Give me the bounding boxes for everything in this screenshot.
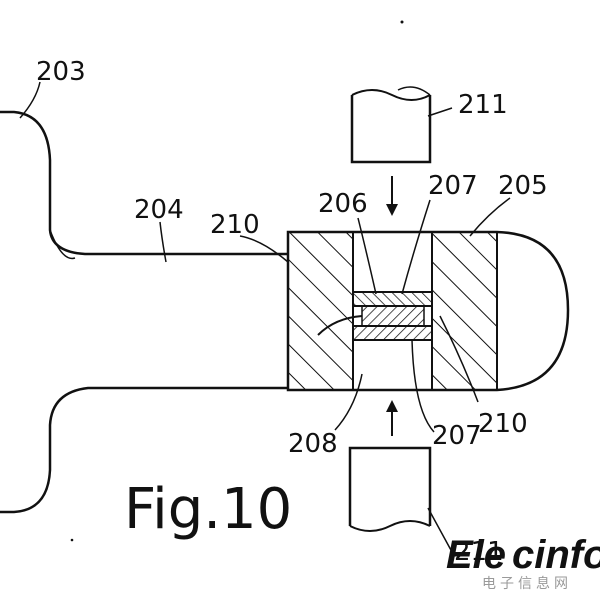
watermark-prefix: Ele	[446, 533, 506, 577]
watermark-logo: Ele cinfo 电子信息网	[446, 533, 600, 592]
label-211-top: 211	[458, 90, 508, 120]
body-203	[0, 110, 288, 256]
plate-207-bottom	[352, 325, 433, 341]
label-203: 203	[36, 57, 86, 87]
neck-204	[49, 229, 76, 260]
label-210-right: 210	[478, 409, 528, 439]
wire-lead	[317, 315, 363, 336]
body-203-lower	[0, 386, 288, 514]
arrow-down	[386, 176, 398, 216]
watermark-subtitle: 电子信息网	[482, 575, 572, 592]
label-205: 205	[498, 171, 548, 201]
label-206: 206	[318, 189, 368, 219]
electrode-211-bottom	[348, 446, 432, 532]
label-207-top: 207	[428, 171, 478, 201]
right-hatched-block	[431, 231, 498, 391]
left-hatched-block	[287, 231, 354, 391]
watermark-suffix: cinfo	[512, 533, 600, 577]
speck	[70, 538, 74, 542]
label-204: 204	[134, 195, 184, 225]
label-207-bottom: 207	[432, 421, 482, 451]
label-208: 208	[288, 429, 338, 459]
arrow-up	[386, 400, 398, 436]
wire-206	[361, 305, 425, 327]
plate-207-top	[352, 291, 433, 307]
electrode-211-top	[350, 86, 432, 164]
label-210-left: 210	[210, 210, 260, 240]
housing-205-outline	[286, 230, 570, 392]
figure-caption: Fig.10	[124, 477, 292, 542]
label-211-bottom: 211	[454, 537, 504, 567]
speck	[400, 20, 404, 24]
leader-lines	[19, 81, 511, 553]
